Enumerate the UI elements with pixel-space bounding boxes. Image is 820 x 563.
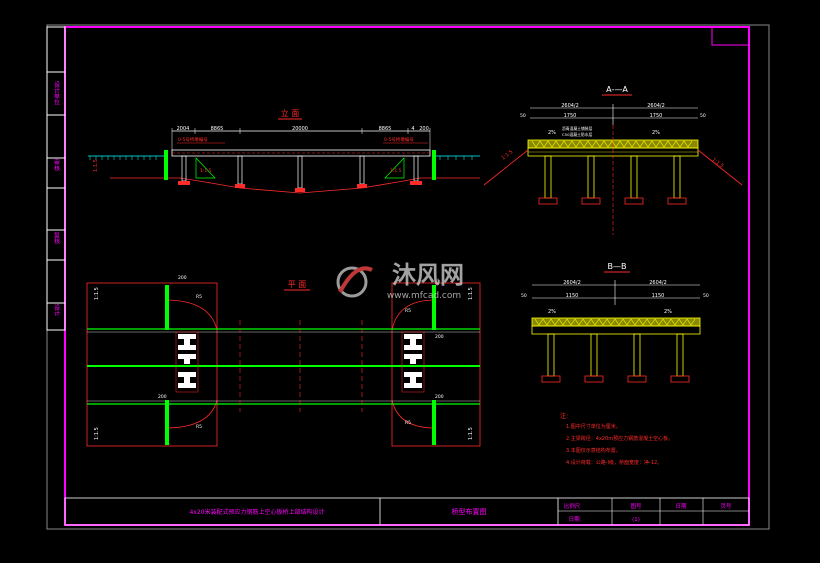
- elev-dim-5: 200: [419, 126, 429, 132]
- side-label-0: 设计单位: [53, 80, 60, 105]
- aa-dim-5: 50: [700, 113, 706, 119]
- side-label-1: 审核: [53, 158, 60, 172]
- plan-label-4: 200: [178, 275, 187, 281]
- title-block: 4x20米装配式预应力钢筋上空心板桥上部结构设计 桥型布置图 比例尺 图号 (1…: [64, 497, 750, 526]
- bb-dim-1: 2604/2: [649, 280, 667, 286]
- elev-dim-1: 8865: [211, 126, 224, 132]
- aa-dim-1: 2604/2: [647, 103, 665, 109]
- plan-label-8: R5: [196, 294, 202, 300]
- elev-dim-0: 2004: [177, 126, 190, 132]
- watermark-url: www.mfcad.com: [387, 291, 461, 301]
- elev-note-0: 0-5号桥墩编号: [178, 136, 208, 143]
- plan-label-10: R5: [405, 308, 411, 314]
- plan-label-7: 200: [435, 394, 444, 400]
- drawing-no-label: 图号: [630, 502, 642, 510]
- note-item-3: 4.设计荷载：公路-I级，桥面宽度：净-12。: [566, 459, 662, 466]
- elev-slope-cone-l: 1:1.5: [200, 168, 212, 174]
- sheet-title: 桥型布置图: [452, 507, 487, 516]
- watermark-logo-icon: [336, 266, 373, 298]
- aa-note-1: C50混凝土防水层: [562, 132, 592, 137]
- aa-slope-l: 1:1.5: [501, 149, 515, 162]
- plan-label-0: 1:1.5: [94, 287, 100, 300]
- elev-dim-4: 4: [411, 126, 414, 132]
- elev-slope-left: 1:1.5: [93, 159, 99, 172]
- plan-label-1: 1:1.5: [94, 427, 100, 440]
- note-item-1: 2.主梁跨径：4x20m预应力钢筋混凝土空心板。: [566, 435, 673, 442]
- bb-dim-7: 2%: [664, 309, 672, 315]
- bb-dim-6: 2%: [548, 309, 556, 315]
- bb-dim-2: 1150: [566, 293, 579, 299]
- corner-box: [711, 27, 749, 46]
- elev-slope-cone-r: 1:1.5: [390, 168, 402, 174]
- scale-label: 比例尺: [564, 502, 581, 510]
- aa-dim-4: 50: [520, 113, 526, 119]
- drawing-no-value: (1): [632, 517, 640, 523]
- section-aa-title: A-—A: [606, 85, 628, 94]
- elev-note-1: 0-5号桥墩编号: [384, 136, 414, 143]
- elevation-title: 立 面: [281, 108, 300, 118]
- aa-dim-6: 2%: [548, 130, 556, 136]
- sheet-label: 页号: [720, 503, 732, 510]
- elev-dim-3: 8865: [379, 126, 392, 132]
- aa-dim-3: 1750: [650, 113, 663, 119]
- plan-label-3: 1:1.5: [468, 427, 474, 440]
- aa-note-0: 沥青混凝土铺装层: [562, 126, 593, 131]
- bb-dim-4: 50: [521, 293, 527, 299]
- note-item-2: 3.本图仅示意结构布置。: [566, 447, 621, 454]
- plan-label-11: R5: [405, 420, 411, 426]
- aa-slope-r: 1:1.5: [711, 157, 725, 170]
- elevation-view: 立 面 2004 8865 20000 8865 4 200 0-5号桥墩编号 …: [88, 108, 480, 194]
- side-label-2: 复核: [53, 231, 60, 245]
- bb-dim-0: 2604/2: [563, 280, 581, 286]
- watermark-brand: 沐风网: [392, 261, 464, 289]
- project-title: 4x20米装配式预应力钢筋上空心板桥上部结构设计: [189, 508, 324, 516]
- date-label: 日期: [675, 503, 687, 510]
- note-item-0: 1.图中尺寸单位为厘米。: [566, 423, 621, 430]
- section-aa-view: A-—A 2604/2 2604/2 1750 1750 50 50 2% 2%…: [483, 85, 743, 235]
- bb-dim-3: 1150: [652, 293, 665, 299]
- side-strip: 设计单位 审核 复核 设计: [46, 26, 66, 331]
- aa-dim-2: 1750: [564, 113, 577, 119]
- date2-label: 日期:: [569, 516, 582, 523]
- plan-title: 平 面: [288, 280, 307, 289]
- plan-view: 平 面: [86, 275, 481, 447]
- plan-label-9: R5: [196, 424, 202, 430]
- bb-dim-5: 50: [703, 293, 709, 299]
- watermark: 沐风网 www.mfcad.com: [336, 261, 464, 301]
- side-label-3: 设计: [53, 303, 60, 317]
- plan-label-6: 200: [435, 334, 444, 340]
- plan-label-2: 1:1.5: [468, 287, 474, 300]
- section-bb-title: B—B: [608, 262, 627, 271]
- section-bb-view: B—B 2604/2 2604/2 1150 1150 50 50 2% 2%: [521, 262, 709, 383]
- aa-dim-0: 2604/2: [561, 103, 579, 109]
- notes-block: 注: 1.图中尺寸单位为厘米。 2.主梁跨径：4x20m预应力钢筋混凝土空心板。…: [560, 412, 673, 466]
- elev-dim-2: 20000: [292, 126, 308, 132]
- notes-header: 注:: [560, 412, 568, 420]
- aa-dim-7: 2%: [652, 130, 660, 136]
- plan-label-5: 200: [158, 394, 167, 400]
